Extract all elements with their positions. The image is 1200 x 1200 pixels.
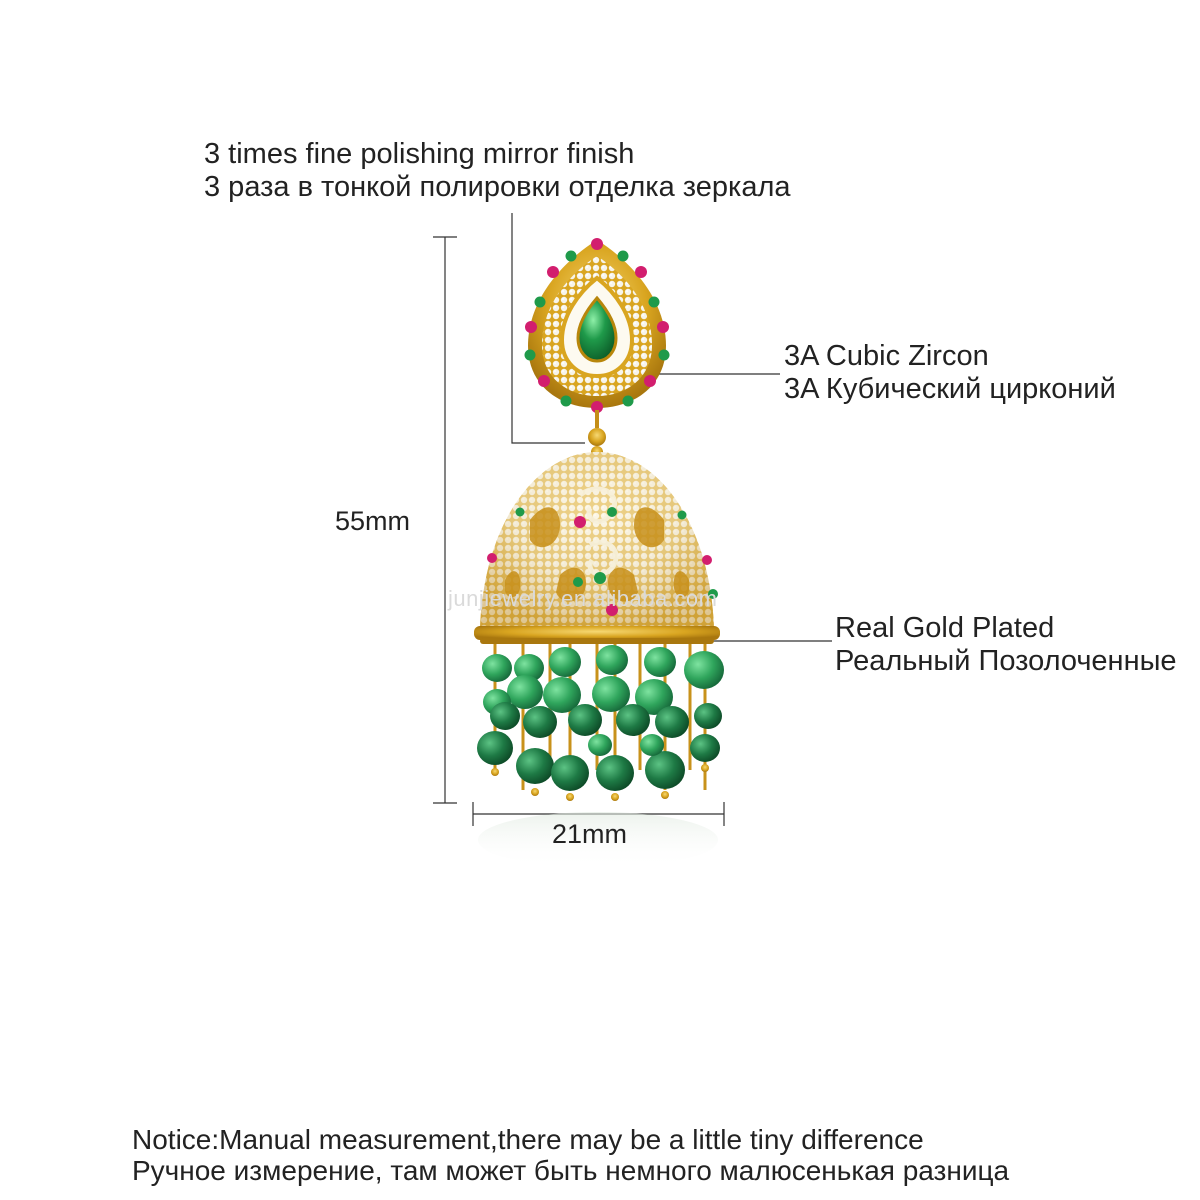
polish-leader-line xyxy=(511,213,585,444)
stud-top xyxy=(524,238,670,413)
zircon-annotation-en: 3A Cubic Zircon xyxy=(784,340,989,372)
jhumka-dome xyxy=(474,452,720,644)
zircon-annotation: 3A Cubic Zircon 3A Кубический цирконий xyxy=(784,340,1116,406)
measurement-notice-ru: Ручное измерение, там может быть немного… xyxy=(132,1155,1010,1186)
reflection xyxy=(478,812,718,868)
gold-annotation-ru: Реальный Позолоченные xyxy=(835,645,1177,677)
measurement-notice: Notice:Manual measurement,there may be a… xyxy=(132,1124,1009,1186)
height-dimension-line xyxy=(433,236,457,804)
measurement-notice-en: Notice:Manual measurement,there may be a… xyxy=(132,1124,924,1155)
gold-annotation-en: Real Gold Plated xyxy=(835,612,1055,644)
width-dimension-label: 21mm xyxy=(552,819,628,849)
height-dimension-label: 55mm xyxy=(335,506,411,536)
connector-loop xyxy=(588,410,606,458)
bead-tassels xyxy=(477,644,724,801)
polish-annotation: 3 times fine polishing mirror finish 3 р… xyxy=(204,138,791,204)
watermark: junjiewelry.en.alibaba.com xyxy=(448,586,718,611)
polish-annotation-en: 3 times fine polishing mirror finish xyxy=(204,138,635,170)
zircon-annotation-ru: 3A Кубический цирконий xyxy=(784,373,1116,405)
polish-annotation-ru: 3 раза в тонкой полировки отделка зеркал… xyxy=(204,171,791,203)
dome-stones xyxy=(487,507,718,616)
stud-stones xyxy=(524,238,670,413)
gold-annotation: Real Gold Plated Реальный Позолоченные xyxy=(835,612,1177,678)
